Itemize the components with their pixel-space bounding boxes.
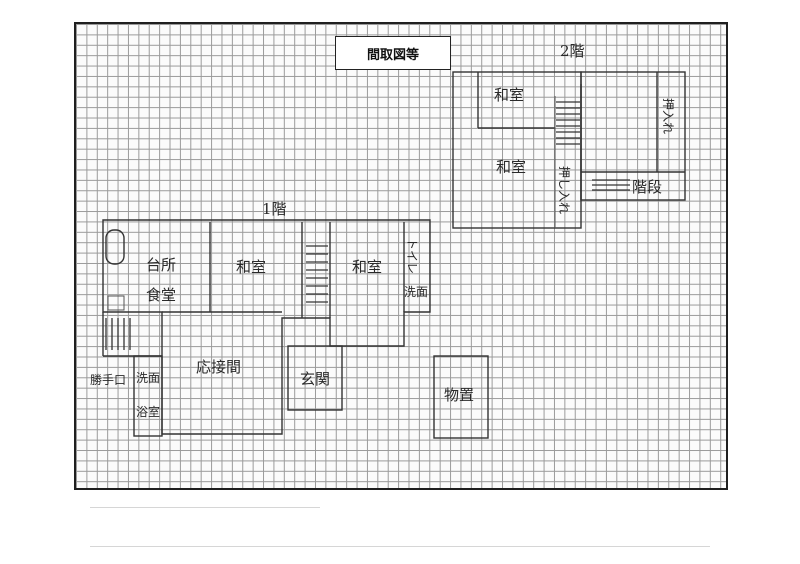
room-label-stairwell: 階段 xyxy=(632,178,662,196)
room-label-washitsu-2a: 和室 xyxy=(494,86,524,104)
first-floor-walls xyxy=(102,219,489,439)
room-label-kitchen: 台所 xyxy=(146,256,176,274)
room-label-washroom: 洗面 xyxy=(136,371,160,385)
room-label-reception: 応接間 xyxy=(196,358,241,376)
title-box: 間取図等 xyxy=(335,36,451,70)
room-label-entrance: 玄関 xyxy=(300,370,330,388)
room-label-bath: 浴室 xyxy=(136,404,160,419)
room-label-washitsu-a: 和室 xyxy=(236,258,266,276)
grid-sheet xyxy=(74,22,728,490)
room-label-katteguchi: 勝手口 xyxy=(90,372,126,387)
room-label-washitsu-b: 和室 xyxy=(352,258,382,276)
room-label-toilet: トイレ xyxy=(405,238,419,274)
room-label-dining: 食堂 xyxy=(146,286,176,304)
room-label-washitsu-2b: 和室 xyxy=(496,158,526,176)
room-label-storage: 物置 xyxy=(444,386,474,404)
room-label-oshiire-a: 押入れ xyxy=(661,98,675,134)
first-floor-stairs xyxy=(105,245,328,350)
faint-footer-line xyxy=(90,507,320,508)
second-floor-stairs xyxy=(554,96,630,228)
room-label-oshiire-b: 押し入れ xyxy=(557,166,571,214)
faint-footer-line xyxy=(90,546,710,547)
floor-label-2f: 2階 xyxy=(560,42,585,60)
floor-label-1f: 1階 xyxy=(262,200,287,218)
page-title: 間取図等 xyxy=(366,47,419,63)
second-floor-walls xyxy=(452,71,686,229)
room-label-washroom-f1: 洗面 xyxy=(404,285,428,299)
